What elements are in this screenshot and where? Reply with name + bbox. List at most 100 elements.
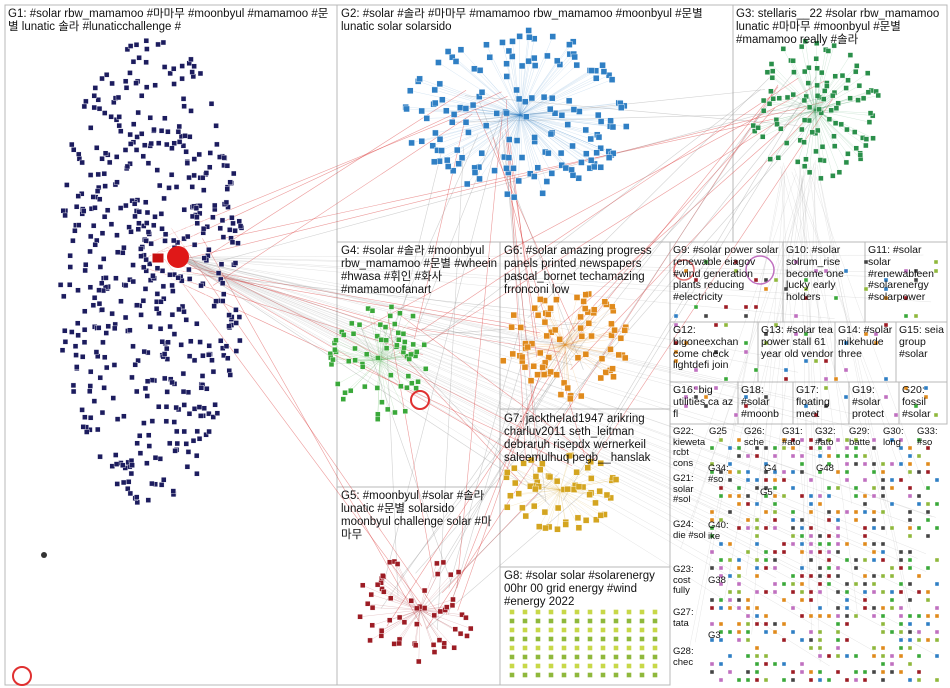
edge xyxy=(362,80,826,330)
edge xyxy=(519,102,619,116)
edge xyxy=(177,256,875,652)
edge xyxy=(107,256,179,287)
node xyxy=(718,597,724,603)
node xyxy=(396,640,402,647)
node xyxy=(431,86,438,94)
node xyxy=(210,214,216,221)
edge xyxy=(481,92,521,116)
node xyxy=(835,605,841,611)
node xyxy=(412,642,419,648)
node xyxy=(214,141,220,148)
node xyxy=(478,89,486,96)
edge xyxy=(145,256,179,389)
node xyxy=(772,557,778,563)
node xyxy=(817,589,823,595)
node xyxy=(375,411,381,418)
node xyxy=(145,497,152,503)
node xyxy=(145,160,152,166)
node xyxy=(821,96,827,102)
edge xyxy=(177,256,767,473)
edge xyxy=(177,256,201,343)
node xyxy=(67,282,73,288)
node xyxy=(784,94,791,101)
edge xyxy=(341,331,381,361)
node xyxy=(449,602,456,609)
node xyxy=(823,268,829,274)
edge xyxy=(519,111,580,116)
node xyxy=(835,637,841,643)
edge xyxy=(814,68,818,111)
edge xyxy=(519,114,543,194)
node xyxy=(153,305,160,312)
node xyxy=(509,672,515,678)
group-label-g16: G16: big utilities ca az fl xyxy=(673,385,737,420)
node xyxy=(135,109,141,116)
node xyxy=(405,373,412,379)
node xyxy=(718,517,724,523)
node xyxy=(381,589,387,595)
node xyxy=(233,307,239,313)
edge xyxy=(173,83,179,258)
node xyxy=(148,140,154,147)
node xyxy=(693,277,699,283)
node xyxy=(469,101,477,109)
node xyxy=(871,645,877,651)
node xyxy=(790,589,796,595)
node xyxy=(587,663,593,669)
node xyxy=(889,461,895,467)
node xyxy=(101,170,108,177)
node xyxy=(883,376,889,382)
edge xyxy=(177,256,765,396)
node xyxy=(140,298,147,304)
node xyxy=(444,48,452,55)
node xyxy=(183,441,189,447)
node xyxy=(504,469,511,476)
node xyxy=(898,549,904,555)
edge xyxy=(153,129,179,258)
edge xyxy=(212,113,473,286)
node xyxy=(219,217,226,224)
edge xyxy=(182,273,554,313)
edge xyxy=(107,210,179,258)
node xyxy=(169,311,176,318)
node xyxy=(528,340,536,347)
node xyxy=(587,157,595,164)
node xyxy=(593,516,600,523)
node xyxy=(862,557,868,563)
node xyxy=(934,605,940,611)
node xyxy=(835,549,841,555)
edge xyxy=(177,256,218,414)
edge xyxy=(177,256,237,352)
node xyxy=(844,445,850,451)
edge xyxy=(169,256,179,444)
edge xyxy=(438,62,521,116)
node xyxy=(449,53,456,61)
node xyxy=(916,613,922,619)
node xyxy=(615,351,622,359)
node xyxy=(790,629,796,635)
edge xyxy=(505,135,539,460)
node xyxy=(134,302,140,308)
node xyxy=(736,445,742,451)
node xyxy=(531,502,538,510)
node xyxy=(673,322,679,328)
node xyxy=(799,589,805,595)
node xyxy=(727,573,733,579)
edge xyxy=(758,109,816,128)
node xyxy=(873,340,879,346)
node xyxy=(237,223,244,229)
node xyxy=(745,549,751,555)
edge xyxy=(103,256,179,291)
edge xyxy=(177,173,234,258)
node xyxy=(97,453,103,460)
edge xyxy=(177,256,831,551)
node xyxy=(368,591,374,598)
node xyxy=(754,533,760,539)
node xyxy=(118,298,124,305)
node xyxy=(92,85,99,91)
edge xyxy=(154,256,179,485)
edge xyxy=(126,87,179,258)
edge xyxy=(389,562,421,611)
node xyxy=(745,613,751,619)
